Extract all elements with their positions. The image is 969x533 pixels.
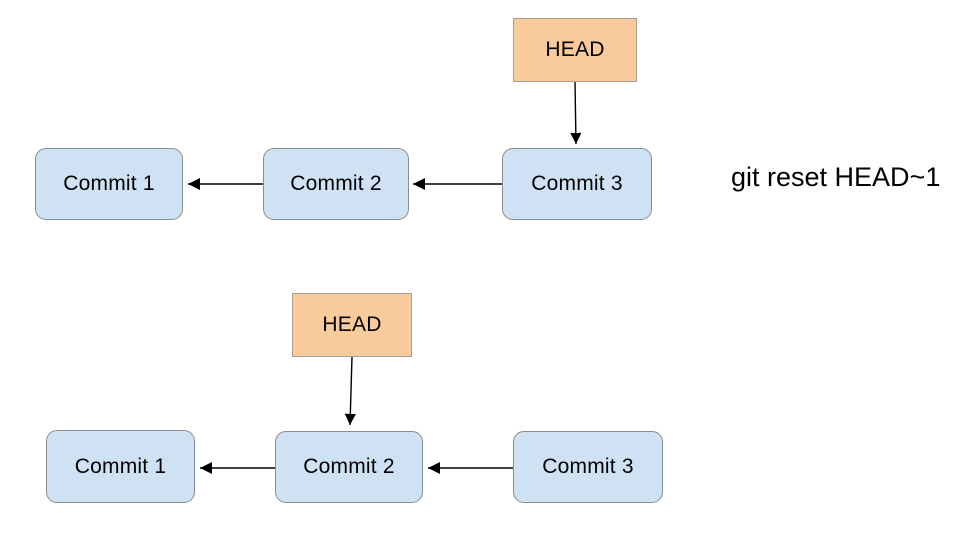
commit-2-after: Commit 2 <box>275 431 423 503</box>
arrow-after-head-c2 <box>344 356 356 426</box>
commit-1-before: Commit 1 <box>35 148 183 220</box>
head-box-after: HEAD <box>292 293 412 357</box>
head-box-before: HEAD <box>513 18 637 82</box>
command-caption: git reset HEAD~1 <box>731 162 941 192</box>
commit-1-after: Commit 1 <box>46 430 195 503</box>
arrow-before-head-c3 <box>570 81 582 145</box>
commit-3-before: Commit 3 <box>502 148 652 220</box>
commit-3-after: Commit 3 <box>513 431 663 503</box>
commit-2-before: Commit 2 <box>263 148 409 220</box>
